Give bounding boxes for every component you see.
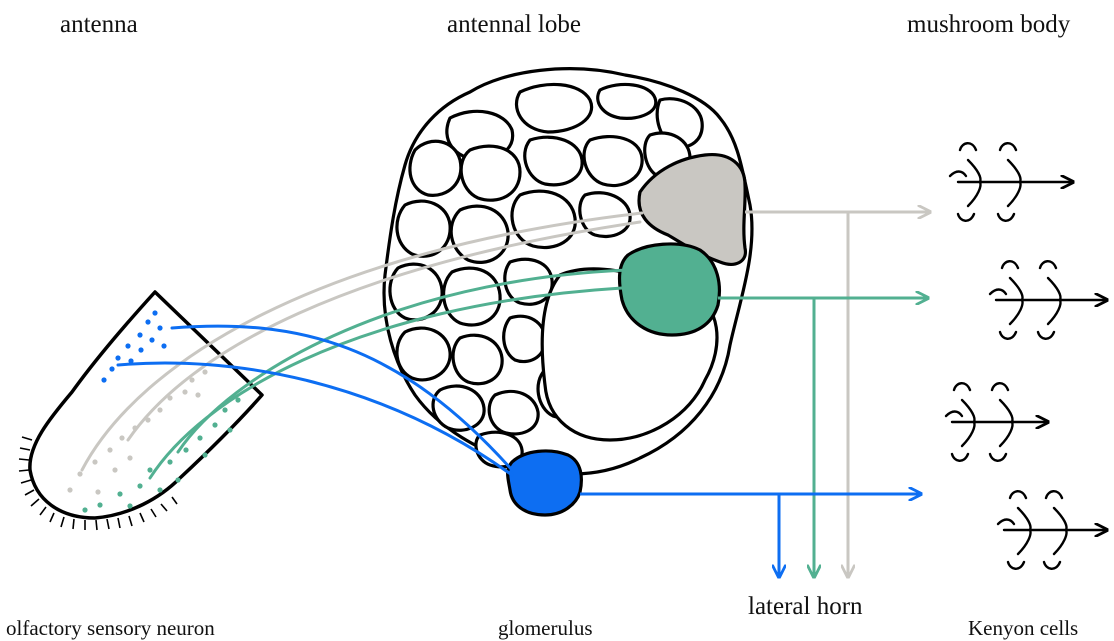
glomerulus-cell bbox=[444, 268, 501, 325]
glomerulus-cell bbox=[584, 137, 642, 186]
glomerulus-cell bbox=[453, 335, 502, 384]
olfactory-sensory-neuron-label: olfactory sensory neuron bbox=[6, 618, 215, 639]
mushroom-body-label: mushroom body bbox=[907, 12, 1070, 37]
glomerulus-cell bbox=[461, 146, 520, 200]
gray-projection bbox=[745, 212, 930, 577]
green-glomerulus bbox=[620, 244, 720, 335]
antennal-lobe-label: antennal lobe bbox=[447, 12, 581, 37]
kenyon-cell bbox=[998, 491, 1107, 569]
kenyon-cell bbox=[946, 383, 1048, 461]
antenna-label: antenna bbox=[60, 12, 138, 37]
glomerulus-cell bbox=[489, 391, 538, 434]
glomerulus-cell bbox=[598, 84, 656, 118]
glomerulus-cell bbox=[397, 328, 450, 380]
kenyon-cell bbox=[950, 143, 1073, 221]
glomerulus-cell bbox=[525, 137, 582, 185]
blue-glomerulus bbox=[508, 451, 582, 515]
glomerulus-cell bbox=[516, 84, 591, 132]
glomerulus-label: glomerulus bbox=[498, 618, 593, 639]
glomerulus-cell bbox=[410, 141, 461, 195]
kenyon-cell bbox=[990, 261, 1107, 339]
lateral-horn-label: lateral horn bbox=[748, 594, 863, 619]
glomerulus-cell bbox=[433, 386, 484, 430]
glomerulus-cell bbox=[504, 316, 545, 361]
kenyon-cells-label: Kenyon cells bbox=[968, 618, 1078, 639]
blue-projection bbox=[580, 494, 921, 577]
green-projection bbox=[718, 298, 928, 577]
